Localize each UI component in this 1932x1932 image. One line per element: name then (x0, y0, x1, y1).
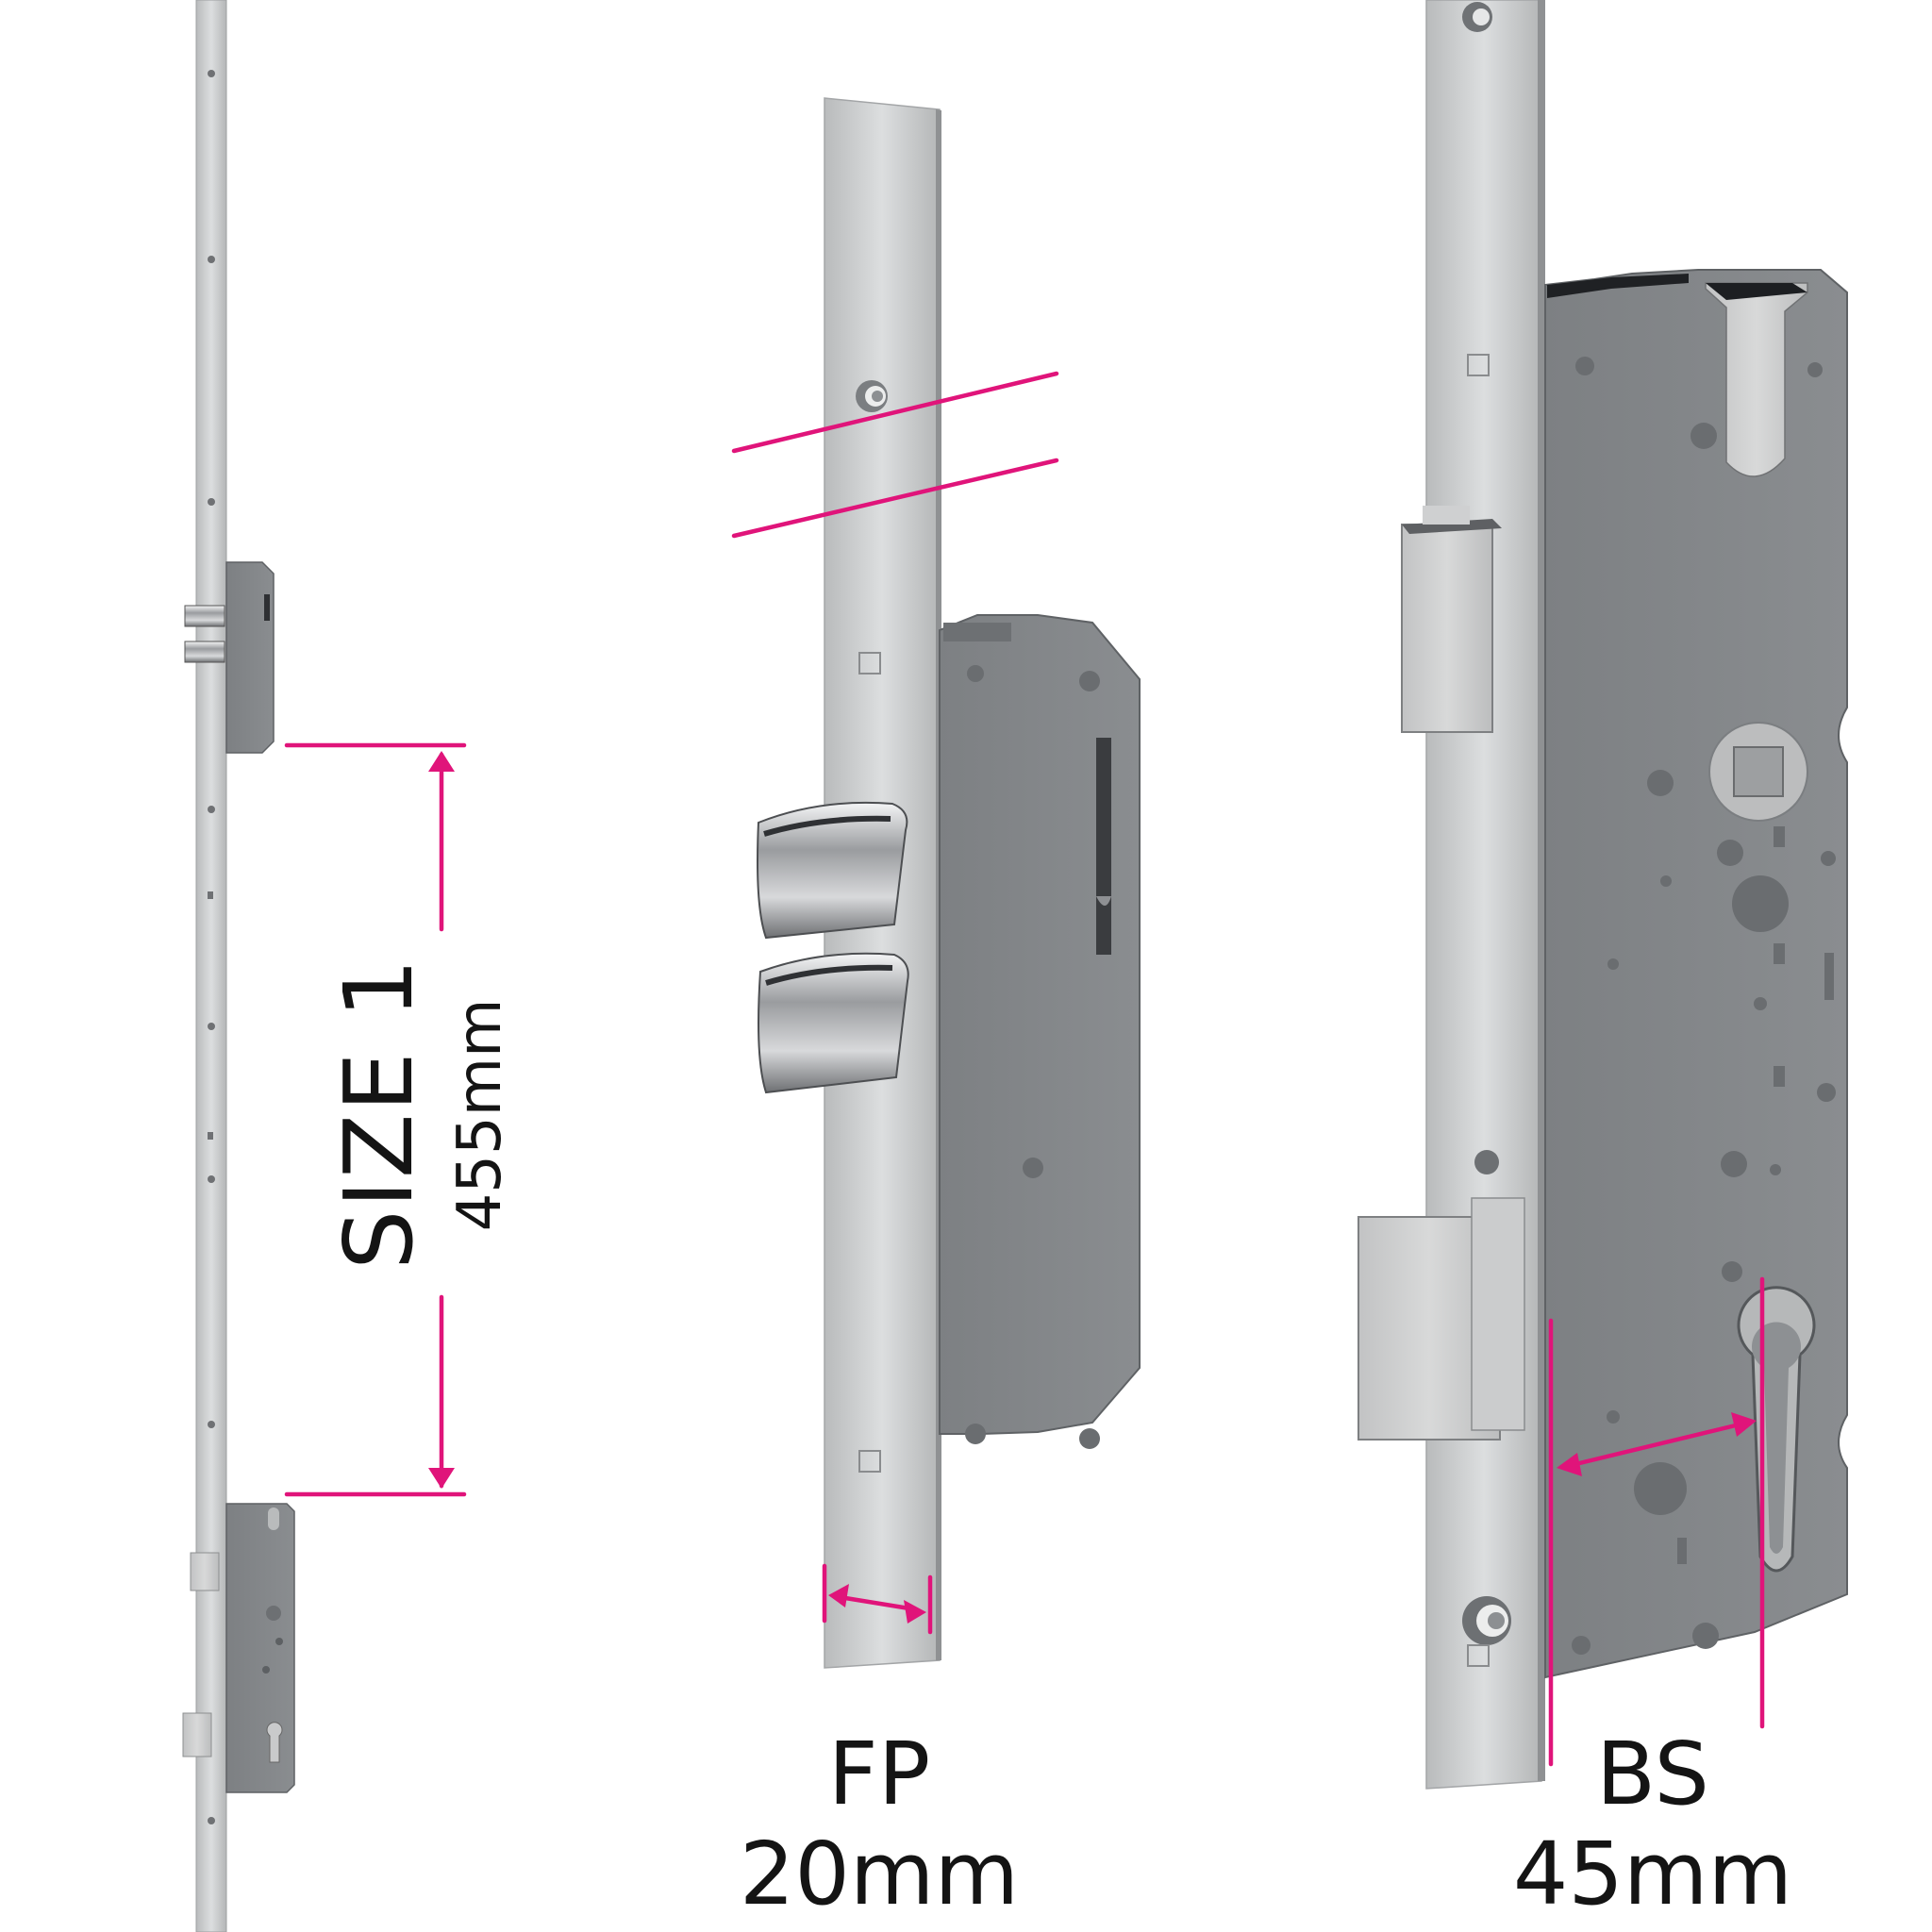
arrow-right-icon (904, 1600, 926, 1624)
main-lock-case (1544, 269, 1848, 1679)
faceplate-detail (757, 97, 1141, 1669)
faceplate-slot (858, 1450, 881, 1473)
deadbolt (1401, 506, 1502, 733)
lower-main-case (182, 1503, 295, 1793)
latch-hook-top (1705, 282, 1808, 477)
full-lock-strip (182, 0, 295, 1932)
faceplate-long (195, 0, 227, 1932)
case-screws (1572, 357, 1836, 1655)
size-value: 455mm (445, 999, 515, 1232)
bs-dimension (1548, 1276, 1765, 1767)
arrow-left-icon (828, 1584, 849, 1607)
size-title: SIZE 1 (324, 957, 434, 1270)
break-lines (731, 371, 1059, 539)
spindle-follower (1708, 722, 1808, 822)
arrow-up-icon (428, 751, 455, 772)
faceplate-screw-holes (208, 70, 215, 1824)
arrow-left-icon (1557, 1453, 1582, 1476)
faceplate-slot (1467, 1644, 1490, 1667)
faceplate-screw-hole (1462, 2, 1511, 1645)
latch (1357, 1197, 1525, 1441)
size-dimension (284, 742, 467, 1497)
upper-hook-case (184, 561, 275, 754)
main-lock-detail (1357, 0, 1848, 1790)
bs-value: 45mm (1513, 1824, 1792, 1924)
arrow-down-icon (428, 1468, 455, 1489)
hook-bolt-upper (757, 801, 908, 940)
faceplate-slot (858, 652, 881, 675)
hook-bolt-lower (758, 952, 909, 1094)
fp-title: FP (828, 1724, 930, 1824)
euro-cylinder-hole (1737, 1286, 1816, 1573)
arrow-right-icon (1731, 1412, 1757, 1437)
faceplate-slot (1467, 354, 1490, 376)
faceplate-screw-hole (856, 380, 888, 412)
fp-value: 20mm (740, 1824, 1019, 1924)
bs-title: BS (1596, 1724, 1709, 1824)
fp-dimension (822, 1563, 933, 1635)
main-faceplate (1425, 0, 1542, 1790)
